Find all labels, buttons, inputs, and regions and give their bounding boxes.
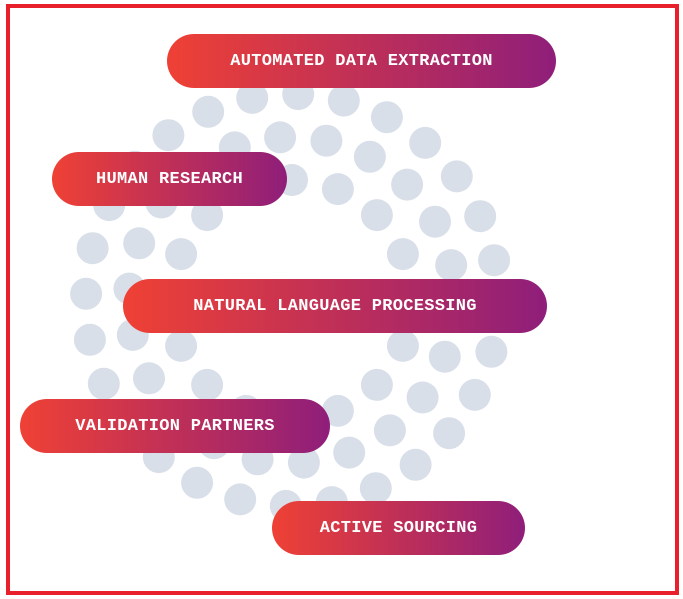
decorative-dot — [478, 244, 511, 277]
decorative-dot — [70, 277, 103, 310]
decorative-dot — [76, 232, 109, 265]
decorative-dot — [353, 140, 386, 173]
decorative-dot — [87, 367, 120, 400]
decorative-dot — [181, 466, 214, 499]
pill-validation-partners: VALIDATION PARTNERS — [20, 399, 330, 453]
decorative-dot — [123, 227, 156, 260]
decorative-dot — [191, 368, 224, 401]
decorative-dot — [359, 472, 392, 505]
pill-human-research: HUMAN RESEARCH — [52, 152, 287, 206]
decorative-dot — [287, 446, 320, 479]
decorative-dot — [458, 378, 491, 411]
decorative-dot — [428, 340, 461, 373]
decorative-dot — [409, 126, 442, 159]
decorative-dot — [399, 448, 432, 481]
decorative-dot — [236, 81, 269, 114]
decorative-dot — [327, 84, 360, 117]
pill-automated-data-extraction: AUTOMATED DATA EXTRACTION — [167, 34, 556, 88]
decorative-dot — [165, 238, 198, 271]
decorative-dot — [360, 199, 393, 232]
decorative-dot — [440, 160, 473, 193]
decorative-dot — [165, 329, 198, 362]
decorative-dot — [360, 368, 393, 401]
decorative-dot — [391, 168, 424, 201]
decorative-dot — [373, 414, 406, 447]
decorative-dot — [73, 323, 106, 356]
decorative-dot — [191, 199, 224, 232]
decorative-dot — [321, 394, 354, 427]
decorative-dot — [370, 101, 403, 134]
decorative-dot — [333, 436, 366, 469]
decorative-dot — [433, 417, 466, 450]
pill-active-sourcing: ACTIVE SOURCING — [272, 501, 525, 555]
decorative-dot — [406, 381, 439, 414]
decorative-dot — [321, 173, 354, 206]
decorative-dot — [419, 205, 451, 238]
diagram-frame: AUTOMATED DATA EXTRACTION HUMAN RESEARCH… — [6, 4, 679, 595]
decorative-dot — [475, 335, 508, 368]
decorative-dot — [152, 119, 185, 152]
decorative-dot — [192, 95, 225, 128]
decorative-dot — [133, 362, 165, 395]
decorative-dot — [224, 483, 257, 516]
decorative-dot — [464, 200, 497, 233]
decorative-dot — [386, 329, 419, 362]
pill-natural-language-processing: NATURAL LANGUAGE PROCESSING — [123, 279, 547, 333]
decorative-dot — [435, 249, 468, 282]
decorative-dot — [310, 124, 343, 157]
decorative-dot — [386, 238, 419, 271]
decorative-dot — [264, 121, 297, 154]
